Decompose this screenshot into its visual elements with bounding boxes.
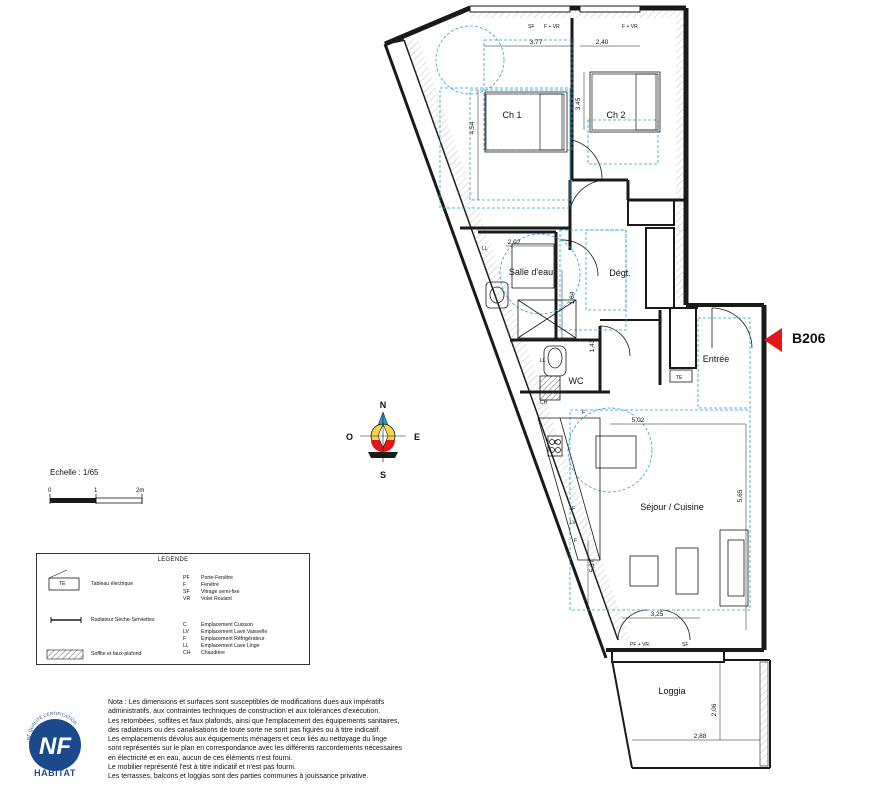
compass-n: N: [380, 400, 387, 410]
dim-ch1-width: 3,77: [530, 39, 543, 46]
te-box: [669, 369, 693, 383]
compass-s: S: [380, 470, 386, 480]
top-windows: [469, 5, 641, 13]
room-degt: Dégt.: [609, 268, 631, 278]
dim-wc-depth: 1,43: [589, 339, 596, 352]
legend-code2-1: LV: [183, 629, 189, 635]
legend-label2-2: Emplacement Réfrigérateur: [201, 636, 265, 642]
room-loggia: Loggia: [658, 686, 685, 696]
room-wc: WC: [569, 376, 584, 386]
legend-label-1: Fenêtre: [201, 582, 219, 588]
note-line: Les retombées, soffites et faux plafonds…: [108, 717, 400, 725]
dim-ch1-depth: 4,54: [469, 121, 476, 134]
dim-loggia-width: 2,88: [694, 733, 707, 740]
legend-code-1: F: [183, 582, 187, 588]
note-line: Les terrasses, balcons et loggias sont d…: [108, 773, 369, 781]
legend-code2-0: C: [183, 622, 187, 628]
room-entree: Entrée: [703, 354, 730, 364]
tag-sf-bottom: SF: [682, 642, 688, 648]
legend-code2-3: LL: [183, 643, 189, 649]
doors: [559, 139, 753, 641]
tag-ll-2: LL: [540, 358, 546, 364]
tag-ch: CH: [540, 400, 548, 406]
scale-bar: [49, 494, 143, 504]
legend-radiateur: Radiateur Sèche-Serviettes: [91, 617, 155, 623]
legend-label-2: Vitrage semi-fixe: [201, 589, 240, 595]
room-ch2: Ch 2: [606, 110, 625, 120]
scale-tick-1: 1: [94, 488, 98, 494]
lot-label: B206: [792, 330, 826, 346]
legend-soffite: Soffite et faux-plafond: [91, 651, 142, 657]
scale-tick-0: 0: [48, 488, 52, 494]
tag-f-fridge: F: [574, 538, 577, 544]
legend-symbols: [46, 569, 84, 660]
tag-f-vr-2: F + VR: [622, 24, 638, 30]
note-line: Nota : Les dimensions et surfaces sont s…: [108, 699, 385, 706]
tag-f-vr: F + VR: [544, 24, 560, 30]
legend-code-0: PF: [183, 575, 190, 581]
legend-code-2: SF: [183, 589, 190, 595]
legend-code-3: VR: [183, 596, 191, 602]
dim-baie-width: 3,25: [651, 611, 664, 618]
legend-code2-4: CH: [183, 650, 191, 656]
tag-c: C: [554, 440, 558, 446]
note-line: administratifs, aux contraintes techniqu…: [108, 708, 381, 716]
bathroom-fixtures: [485, 243, 577, 401]
note-line: en électricité et en eau, aucun de ces é…: [108, 754, 293, 762]
room-salle-deau: Salle d'eau: [509, 267, 553, 277]
room-ch1: Ch 1: [502, 110, 521, 120]
loggia: [611, 649, 771, 769]
tag-te: TE: [676, 375, 683, 381]
kitchen: [537, 417, 601, 561]
legend-label2-3: Emplacement Lave Linge: [201, 643, 260, 649]
tag-ll: LL: [482, 246, 488, 252]
beds: [485, 73, 659, 151]
legend-label2-1: Emplacement Lave Vaisselle: [201, 629, 268, 635]
right-soffite: [676, 18, 684, 303]
dim-loggia-depth: 2,06: [711, 703, 718, 716]
note-line: Le mobilier représenté l'est à titre ind…: [108, 764, 296, 772]
dim-sejour-depth: 5,65: [737, 489, 744, 502]
legend-title: LEGENDE: [157, 557, 189, 563]
legend-label2-4: Chaudière: [201, 650, 225, 656]
note-line: Les emplacements dévolus aux équipements…: [108, 736, 388, 744]
legend-label2-0: Emplacement Cuisson: [201, 622, 253, 628]
dim-sde-width: 2,02: [508, 239, 521, 246]
dim-sejour-width: 5,02: [632, 417, 645, 424]
dim-sde-depth: 1,84: [569, 291, 576, 304]
nf-logo-icon: NF NF QUALITÉ CERTIFICATION: [26, 711, 81, 771]
nf-certification: HABITAT: [20, 718, 90, 794]
tag-f-sejour: F: [582, 410, 585, 416]
legend: LEGENDE TE Tableau électrique Radiateur …: [36, 553, 310, 665]
legend-code2-2: F: [183, 636, 187, 642]
nf-habitat-label: HABITAT: [34, 768, 76, 778]
tag-pf-vr: PF + VR: [630, 642, 649, 648]
compass-o: O: [346, 432, 353, 442]
note-line: sont représentés sur le plan en correspo…: [108, 745, 403, 753]
living-furniture: [595, 435, 749, 607]
dim-sejour-side: 5,37: [589, 559, 596, 572]
compass-e: E: [414, 432, 420, 442]
dim-ch2-width: 2,40: [596, 39, 609, 46]
legend-te-tag: TE: [59, 581, 66, 587]
compass-icon: N S E O: [346, 400, 420, 480]
tag-f-sejour-2: F: [572, 506, 575, 512]
entry-arrow-icon: [764, 328, 782, 352]
interior-walls: [460, 18, 698, 394]
scale-tick-2: 2m: [136, 488, 145, 494]
dim-ch2-depth: 3,45: [575, 97, 582, 110]
disclaimer-note: Nota : Les dimensions et surfaces sont s…: [108, 698, 438, 782]
note-line: des radiateurs ou des canalisations de t…: [108, 726, 381, 734]
nf-logo-text: NF: [39, 733, 72, 760]
legend-tableau: Tableau électrique: [91, 581, 134, 587]
tag-sf: SF: [528, 24, 534, 30]
room-sejour: Séjour / Cuisine: [640, 502, 704, 512]
legend-label-0: Porte-Fenêtre: [201, 575, 234, 581]
scale-label: Echelle : 1/65: [50, 468, 99, 477]
tag-lv: LV: [570, 520, 576, 526]
dimension-lines: [477, 45, 760, 741]
top-soffite: [470, 10, 684, 18]
legend-label-3: Volet Roulant: [201, 596, 232, 602]
